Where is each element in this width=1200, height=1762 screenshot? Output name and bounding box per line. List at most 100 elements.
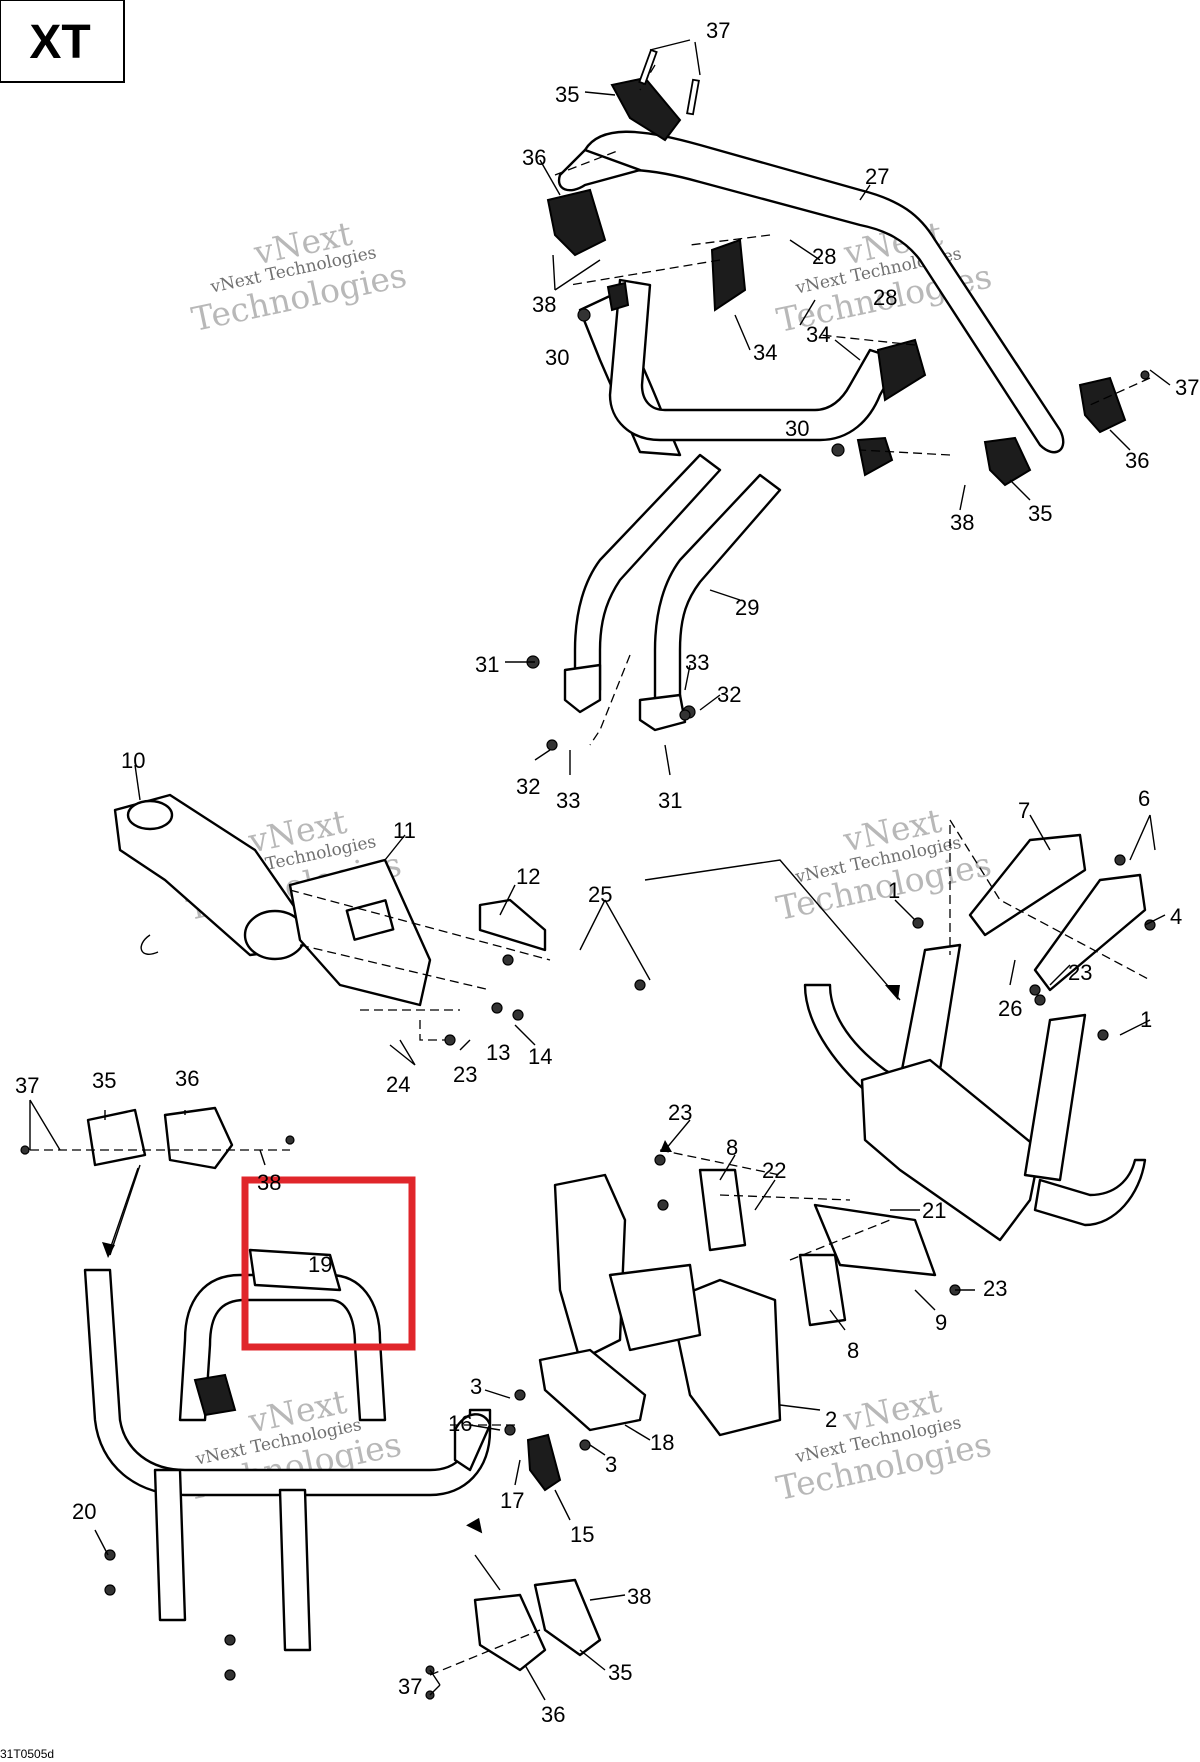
callout-12: 12 (516, 864, 540, 889)
leader-lines (29, 39, 1171, 1701)
callout-23: 23 (983, 1276, 1007, 1301)
nut-6-a (1114, 854, 1126, 866)
fairlead-18 (538, 1348, 647, 1432)
callout-29: 29 (735, 595, 759, 620)
direction-arrows (102, 985, 900, 1534)
arrow-head-left (102, 1242, 115, 1258)
nut-30-b (831, 443, 845, 457)
tube-19-top (178, 1273, 387, 1422)
callout-20: 20 (72, 1499, 96, 1524)
bolt-20-a (104, 1549, 116, 1561)
nut-23-b (444, 1034, 456, 1046)
bolt-3-b (579, 1439, 591, 1451)
clamp-35-right (983, 436, 1032, 487)
upper-clamps (546, 76, 1127, 487)
callout-17: 17 (500, 1488, 524, 1513)
hardware-group (20, 48, 1156, 1700)
tube-27-front (557, 148, 642, 192)
callout-1: 1 (1140, 1007, 1152, 1032)
callout-35: 35 (555, 82, 579, 107)
bolt-37-b (686, 78, 700, 116)
bolt-37-a (638, 48, 658, 86)
callout-38: 38 (950, 510, 974, 535)
foot-plate (193, 1373, 237, 1417)
highlight-box (241, 1176, 416, 1351)
callout-26: 26 (998, 996, 1022, 1021)
plate-9 (813, 1203, 937, 1277)
center-block (608, 1263, 702, 1352)
callout-14: 14 (528, 1044, 552, 1069)
nut-32-a (546, 739, 558, 751)
tube-29-loop (608, 278, 902, 442)
callout-37: 37 (398, 1674, 422, 1699)
callout-32: 32 (717, 682, 741, 707)
bracket-8-top (698, 1168, 747, 1252)
mount-bracket-left (563, 663, 602, 714)
bracket-34-a (710, 238, 747, 312)
clamp-36-lower-left (163, 1106, 234, 1170)
callout-34: 34 (806, 322, 830, 347)
callout-32: 32 (516, 774, 540, 799)
callout-33: 33 (556, 788, 580, 813)
bolt-37-right (1140, 370, 1150, 380)
callout-23: 23 (1068, 960, 1092, 985)
callout-11: 11 (393, 818, 416, 843)
watermark-1: vNext vNext Technologies Technologies (188, 214, 410, 339)
callout-28: 28 (812, 244, 836, 269)
callout-18: 18 (650, 1430, 674, 1455)
callout-10: 10 (121, 748, 145, 773)
callout-31: 31 (475, 652, 499, 677)
callout-35: 35 (1028, 501, 1052, 526)
tube-19-outer (83, 1268, 492, 1497)
cover-left (553, 1173, 627, 1362)
nut-25-b (634, 979, 646, 991)
callout-23: 23 (453, 1062, 477, 1087)
callout-38: 38 (532, 292, 556, 317)
clamp-lower-center (473, 1593, 547, 1672)
callout-16: 16 (448, 1411, 472, 1436)
callout-3: 3 (470, 1374, 482, 1399)
callout-23: 23 (668, 1100, 692, 1125)
callout-21: 21 (922, 1198, 946, 1223)
callout-6: 6 (1138, 786, 1150, 811)
bolt-3-a (514, 1389, 526, 1401)
watermark-6: vNext vNext Technologies Technologies (773, 1381, 995, 1508)
callout-1: 1 (888, 878, 900, 903)
pin-16 (504, 1424, 516, 1436)
clamp-36-left (546, 188, 607, 257)
callout-37: 37 (1175, 375, 1199, 400)
callout-4: 4 (1170, 904, 1182, 929)
bolt-20-b (104, 1584, 116, 1596)
callout-15: 15 (570, 1522, 594, 1547)
mount-bracket-right (638, 693, 687, 732)
tube-end (453, 1413, 492, 1472)
clamp-lower-right (533, 1578, 602, 1657)
bolt-14 (512, 1009, 524, 1021)
bracket-30-b (856, 436, 894, 477)
bracket-12 (478, 898, 547, 952)
bolt-1-b (1097, 1029, 1109, 1041)
frame-upright-right (1023, 1013, 1087, 1182)
callout-35: 35 (608, 1660, 632, 1685)
callout-31: 31 (658, 788, 682, 813)
brace-7 (968, 833, 1087, 937)
winch-drum-end (126, 799, 174, 831)
tube-27 (583, 130, 1065, 454)
callout-27: 27 (865, 164, 889, 189)
nut-23-c (654, 1154, 666, 1166)
callout-24: 24 (386, 1072, 410, 1097)
upper-tube-assembly (557, 130, 1065, 732)
lower-clamps (86, 1106, 602, 1672)
callout-36: 36 (522, 145, 546, 170)
callout-3: 3 (605, 1452, 617, 1477)
winch-cable-loop (140, 934, 159, 955)
arrow-head-lower (466, 1517, 483, 1534)
arrow-head-frame (885, 985, 900, 1000)
frame-body (860, 1058, 1042, 1242)
tube-19-leg-left (153, 1468, 187, 1622)
clamp-36-right (1078, 376, 1127, 434)
callout-36: 36 (1125, 448, 1149, 473)
arrow-head-hitch (660, 1140, 672, 1152)
callout-36: 36 (541, 1702, 565, 1727)
